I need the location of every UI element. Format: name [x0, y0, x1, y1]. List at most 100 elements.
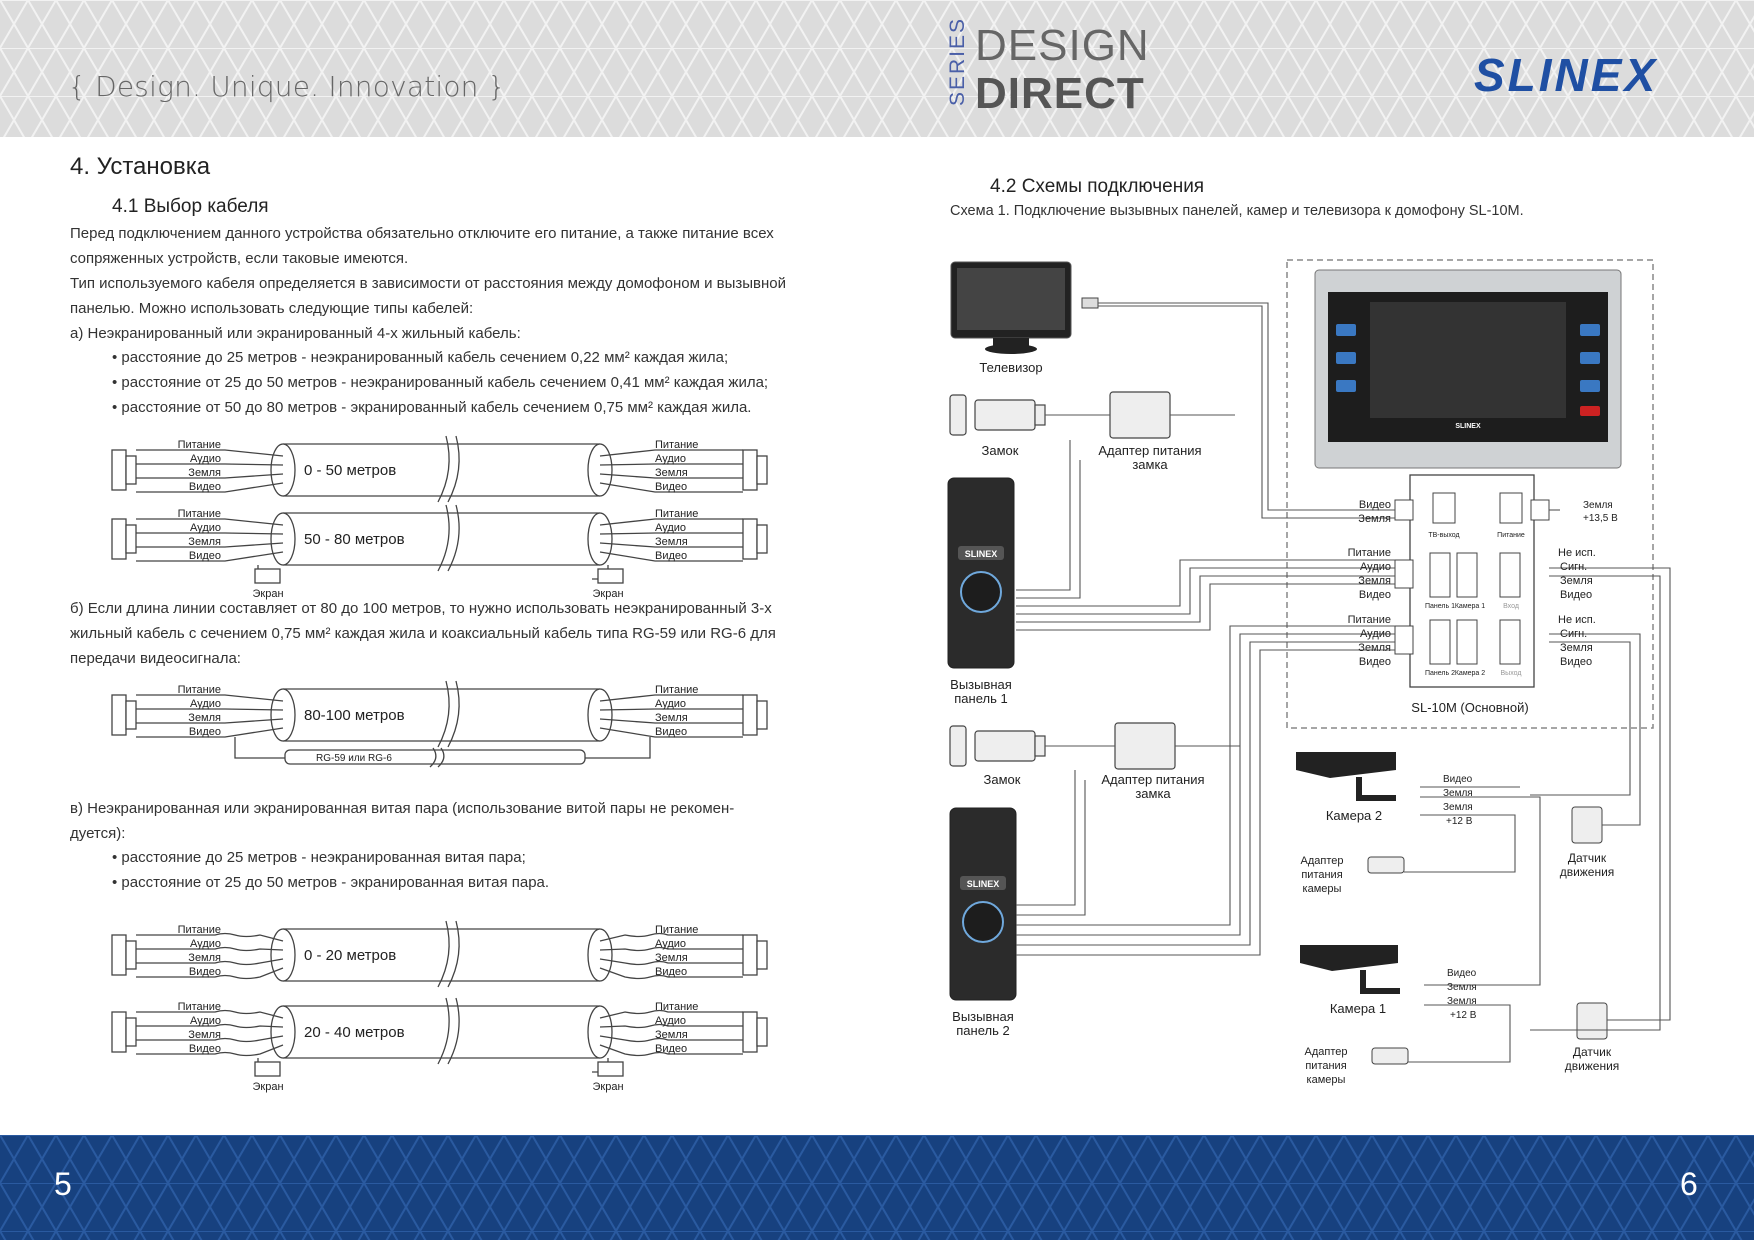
wire-label-left: Видео [189, 726, 221, 738]
wire-label-left: Видео [189, 481, 221, 493]
svg-text:Видео: Видео [1443, 774, 1473, 785]
svg-text:панель 1: панель 1 [954, 691, 1007, 706]
page-footer [0, 1135, 1754, 1240]
svg-text:+12 В: +12 В [1446, 816, 1473, 827]
svg-text:Вызывная: Вызывная [952, 1009, 1014, 1024]
svg-text:питания: питания [1301, 869, 1342, 881]
bullet: • расстояние от 50 до 80 метров - экрани… [112, 399, 752, 416]
series-design: DESIGN [975, 21, 1150, 70]
paragraph: б) Если длина линии составляет от 80 до … [70, 600, 772, 617]
bullet: • расстояние от 25 до 50 метров - экрани… [112, 874, 550, 891]
wire-label-right: Питание [655, 508, 698, 520]
svg-text:Земля: Земля [1358, 513, 1391, 525]
section-title: 4. Установка [70, 153, 211, 180]
svg-text:камеры: камеры [1303, 883, 1342, 895]
svg-text:Камера 2: Камера 2 [1455, 670, 1485, 677]
svg-text:Телевизор: Телевизор [979, 360, 1042, 375]
series-direct: DIRECT [975, 69, 1145, 118]
paragraph: в) Неэкранированная или экранированная в… [70, 800, 735, 817]
call-panel-2: SLINEX [949, 807, 1017, 1001]
wire-label-left: Аудио [190, 698, 221, 710]
shield-label: Экран [252, 588, 283, 600]
wire-label-right: Земля [655, 712, 688, 724]
svg-text:SLINEX: SLINEX [1455, 423, 1481, 430]
svg-text:Земля: Земля [1447, 996, 1477, 1007]
bullet: • расстояние до 25 метров - неэкранирова… [112, 349, 729, 366]
wire-label-right: Земля [655, 467, 688, 479]
page-number-left: 5 [54, 1166, 72, 1202]
svg-text:Видео: Видео [1560, 589, 1592, 601]
paragraph: дуется): [70, 825, 126, 842]
wire-label-right: Видео [655, 726, 687, 738]
svg-text:Панель 2: Панель 2 [1425, 670, 1455, 677]
svg-text:+13,5 В: +13,5 В [1583, 513, 1618, 524]
svg-text:Аудио: Аудио [1360, 628, 1391, 640]
header-pattern [0, 0, 1754, 137]
tv [950, 261, 1099, 354]
svg-text:Не исп.: Не исп. [1558, 614, 1596, 626]
svg-text:Камера 1: Камера 1 [1330, 1001, 1386, 1016]
distance-label: 20 - 40 метров [304, 1024, 405, 1041]
subsection-schemes: 4.2 Схемы подключения [990, 176, 1205, 197]
page-header: { Design. Unique. Innovation } SERIES DE… [0, 0, 1754, 137]
wire-label-right: Аудио [655, 698, 686, 710]
paragraph: жильный кабель с сечением 0,75 мм² кажда… [70, 625, 776, 642]
svg-text:Земля: Земля [1358, 575, 1391, 587]
subsection-cable: 4.1 Выбор кабеля [112, 196, 269, 217]
page-number-right: 6 [1680, 1166, 1698, 1202]
bullet: • расстояние от 25 до 50 метров - неэкра… [112, 374, 769, 391]
svg-text:Датчик: Датчик [1573, 1045, 1612, 1059]
wire-label-right: Видео [655, 550, 687, 562]
coax-label: RG-59 или RG-6 [316, 753, 392, 764]
distance-label: 0 - 50 метров [304, 462, 396, 479]
svg-text:SLINEX: SLINEX [967, 879, 1000, 889]
paragraph: передачи видеосигнала: [70, 650, 241, 667]
wire-label-left: Питание [178, 439, 221, 451]
svg-text:Аудио: Аудио [1360, 561, 1391, 573]
svg-text:Адаптер питания: Адаптер питания [1098, 443, 1201, 458]
wire-label-right: Питание [655, 924, 698, 936]
svg-text:Земля: Земля [1447, 982, 1477, 993]
paragraph: панелью. Можно использовать следующие ти… [70, 300, 474, 317]
monitor-frame [1286, 259, 1654, 729]
wire-label-left: Питание [178, 508, 221, 520]
wire-label-right: Аудио [655, 453, 686, 465]
svg-text:Вызывная: Вызывная [950, 677, 1012, 692]
monitor: SLINEX [1314, 269, 1622, 469]
bullet: • расстояние до 25 метров - неэкранирова… [112, 849, 526, 866]
paragraph: сопряженных устройств, если таковые имею… [70, 250, 409, 267]
svg-text:Датчик: Датчик [1568, 851, 1607, 865]
shield-label: Экран [592, 588, 623, 600]
wire-label-left: Аудио [190, 522, 221, 534]
paragraph: Тип используемого кабеля определяется в … [70, 275, 787, 292]
wire-label-left: Питание [178, 924, 221, 936]
wire-label-right: Видео [655, 481, 687, 493]
wire-label-left: Питание [178, 684, 221, 696]
svg-text:Питание: Питание [1348, 547, 1391, 559]
svg-text:Камера 1: Камера 1 [1455, 603, 1485, 610]
svg-text:Видео: Видео [1359, 656, 1391, 668]
svg-text:панель 2: панель 2 [956, 1023, 1009, 1038]
wire-label-left: Земля [188, 1029, 221, 1041]
wire-label-left: Питание [178, 1001, 221, 1013]
svg-text:Сигн.: Сигн. [1560, 628, 1587, 640]
wire-label-left: Видео [189, 550, 221, 562]
svg-text:Видео: Видео [1560, 656, 1592, 668]
wire-label-right: Земля [655, 1029, 688, 1041]
svg-text:Земля: Земля [1443, 802, 1473, 813]
svg-text:Питание: Питание [1497, 532, 1525, 539]
svg-text:Земля: Земля [1443, 788, 1473, 799]
svg-text:Земля: Земля [1560, 642, 1593, 654]
svg-text:Питание: Питание [1348, 614, 1391, 626]
svg-text:Сигн.: Сигн. [1560, 561, 1587, 573]
wire-label-left: Земля [188, 952, 221, 964]
tagline: { Design. Unique. Innovation } [68, 70, 506, 103]
brand-logo: SLINEX [1474, 49, 1659, 101]
svg-text:Адаптер: Адаптер [1305, 1046, 1348, 1058]
svg-text:Панель 1: Панель 1 [1425, 603, 1455, 610]
wire-label-left: Аудио [190, 938, 221, 950]
svg-text:Видео: Видео [1359, 589, 1391, 601]
wire-label-right: Питание [655, 684, 698, 696]
wire-label-left: Видео [189, 1043, 221, 1055]
scheme-caption: Схема 1. Подключение вызывных панелей, к… [950, 203, 1524, 219]
